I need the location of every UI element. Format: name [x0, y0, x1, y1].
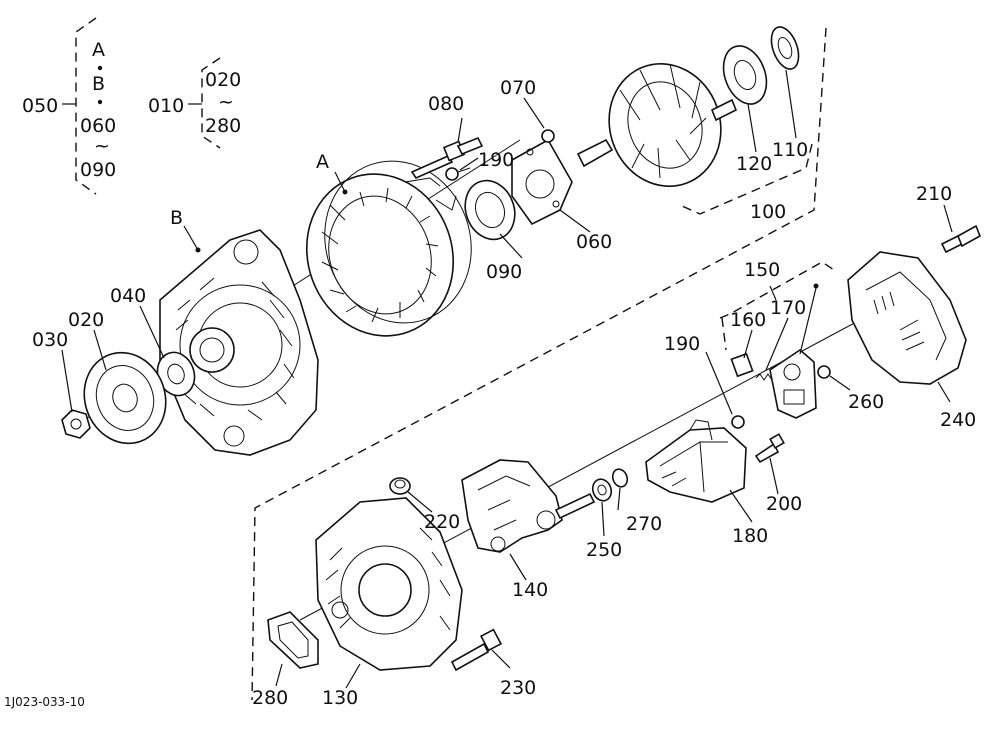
legend-010: 010 020 ~ 280	[148, 57, 241, 149]
callout-220: 220	[424, 511, 460, 533]
callout-180: 180	[732, 525, 768, 547]
washer-270	[611, 468, 629, 488]
label-housing-letter: B	[170, 207, 183, 229]
gasket-280	[267, 611, 319, 669]
bolt-080	[410, 136, 484, 180]
spring-170	[755, 373, 773, 381]
callout-190-lower: 190	[664, 333, 700, 355]
bolt-200	[754, 433, 785, 464]
callout-160: 160	[730, 309, 766, 331]
label-stator-letter: A	[316, 151, 329, 173]
assembly-enclosure	[251, 27, 827, 701]
rotor-100	[576, 62, 738, 188]
legend-010-number: 010	[148, 95, 184, 117]
legend-050: 050 A B 060 ~ 090	[22, 17, 116, 195]
callout-060: 060	[576, 231, 612, 253]
bearing-120	[722, 45, 768, 105]
callout-030: 030	[32, 329, 68, 351]
callout-090: 090	[486, 261, 522, 283]
legend-050-item-tilde: ~	[94, 135, 110, 157]
callout-250: 250	[586, 539, 622, 561]
callout-070: 070	[500, 77, 536, 99]
bearing-090	[464, 179, 516, 241]
leader-lines	[61, 69, 953, 689]
rear-housing-130	[315, 497, 463, 671]
nut-030	[61, 409, 91, 439]
legend-010-item-tilde: ~	[218, 91, 234, 113]
bolt-210	[940, 224, 982, 254]
bushing-220	[389, 477, 411, 495]
callout-280: 280	[252, 687, 288, 709]
callout-190-top: 190	[478, 149, 514, 171]
front-housing	[159, 229, 319, 456]
legend-050-item-a: A	[92, 39, 105, 61]
nut-250	[591, 478, 613, 502]
callout-080: 080	[428, 93, 464, 115]
callout-270: 270	[626, 513, 662, 535]
callout-210: 210	[916, 183, 952, 205]
rectifier-140	[461, 459, 596, 553]
callout-110: 110	[772, 139, 808, 161]
screw-260	[817, 365, 831, 379]
callout-230: 230	[500, 677, 536, 699]
screw-190-top	[445, 167, 471, 181]
brush-holder-150	[769, 348, 817, 419]
callout-040: 040	[110, 285, 146, 307]
legend-050-item-060: 060	[80, 115, 116, 137]
callout-200: 200	[766, 493, 802, 515]
rear-cover-240	[847, 251, 967, 385]
pulley-020	[83, 351, 167, 445]
stator	[305, 160, 472, 337]
screw-190-lower	[731, 415, 745, 429]
callout-140: 140	[512, 579, 548, 601]
callout-150: 150	[744, 259, 780, 281]
callout-170: 170	[770, 297, 806, 319]
callout-120: 120	[736, 153, 772, 175]
legend-010-item-280: 280	[205, 115, 241, 137]
regulator-180	[645, 419, 747, 503]
screw-070	[541, 129, 555, 143]
legend-050-item-090: 090	[80, 159, 116, 181]
washer-110	[770, 26, 800, 70]
legend-010-item-020: 020	[205, 69, 241, 91]
callout-100: 100	[750, 201, 786, 223]
legend-050-item-b: B	[92, 73, 105, 95]
callout-130: 130	[322, 687, 358, 709]
brush-160	[730, 352, 754, 378]
figure-code: 1J023-033-10	[4, 695, 85, 709]
callout-240: 240	[940, 409, 976, 431]
callout-260: 260	[848, 391, 884, 413]
callout-020: 020	[68, 309, 104, 331]
bolt-230	[450, 628, 503, 672]
retainer-plate-060	[511, 138, 573, 226]
legend-050-number: 050	[22, 95, 58, 117]
